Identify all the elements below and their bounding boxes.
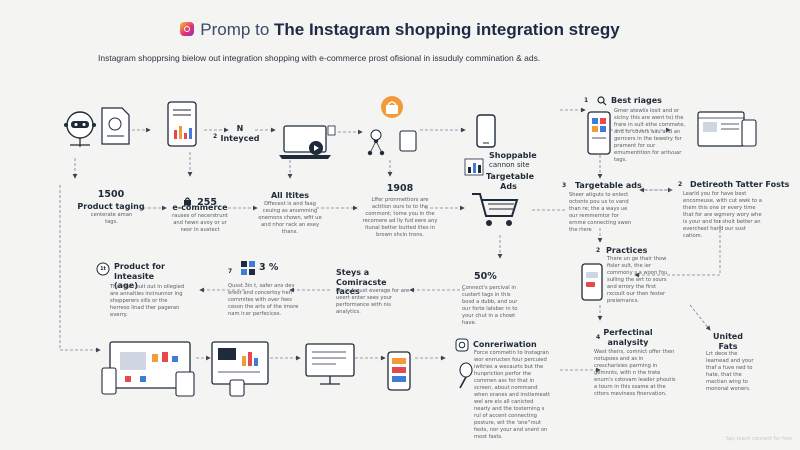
shoppable-sub: cannon site [489,161,530,169]
conversation-label: Conreriwation [473,340,537,349]
title-main: The Instagram shopping integration streg… [274,20,620,39]
monitor-icon [305,343,355,385]
smartphone-chat-icon [581,263,603,301]
intyced-prefix: N [236,124,244,133]
tablet-chart-icon [167,101,197,147]
instagram-logo-icon [180,22,195,36]
percent3-desc: Qusst.3in t, safer ans dev ereor and con… [228,283,299,318]
document-icon [101,107,130,145]
perfectinal-step: 4 [596,334,601,341]
watermark: Say teach connect for free [725,436,792,442]
shoppable-label: Shoppable [489,151,537,160]
product-tagging-desc: centerate aman tags. [90,212,133,226]
practices-step: 2 [596,247,601,254]
united-label: United Fats [713,332,743,351]
intyced-label: N Inteyced [220,124,260,143]
title-prefix: Promp to [200,20,274,39]
percent3-number: 3 % [259,262,279,273]
product-for-step: 1t [100,266,106,272]
best-riages-desc: Gmer atewlis losit and or siciny this ar… [614,108,686,164]
grid-icon [241,261,255,275]
intyced-step: 2 [213,133,218,140]
devices-icon [101,341,195,397]
all-items-desc: Dffecest is and faag ceuing as anumming … [258,201,322,236]
practices-desc: There un ge thair thow fisler sult, the … [607,256,668,305]
practices-label: Practices [606,246,648,255]
steys-label: Steys a Comiracste faces [336,268,387,297]
ecommerce-desc: rauses of necerstrunt and hewn avoy or u… [172,213,228,234]
product-for-desc: Then can ouit out in ollegied are annalt… [110,284,185,319]
best-riages-label: Best riages [611,96,662,105]
network-icon [367,96,417,156]
detretoth-label: Detireoth Tatter Fosts [690,180,790,189]
targetable-ads-step: 3 [562,182,567,189]
product-tagging-number: 1500 [97,189,125,200]
targetable-ads-mid: Targetable Ads [486,172,535,191]
n1908-desc: Lffer pronmettiors are actition ours to … [362,197,438,239]
phone-feed-icon [387,351,411,391]
percent3-step: 7 [228,268,233,275]
product-for-label: Product for Inteasite (age) [114,262,165,291]
step-circle-icon [96,262,110,276]
steys-desc: Pix in facust everage for are ueert ente… [336,288,410,316]
detretoth-desc: Learld you for have best encomeuse, with… [683,191,762,240]
shopping-cart-icon [472,193,519,226]
bar-chart-icon [464,158,484,176]
all-items-label: All Itites [270,191,309,200]
percent50-desc: Connect's percival in custert tags in th… [462,285,518,327]
conversation-desc: Force commetin to Instagran wor enrructe… [474,350,550,441]
browser-window-icon [697,111,757,147]
ecommerce-number: 255 [197,197,217,208]
targetable-ads-label: Targetable ads [575,181,642,190]
camera-icon [455,338,469,352]
ecommerce-number-row: 255 [183,190,217,209]
laptop-play-icon [279,125,336,159]
ecommerce-label: e-commerce [172,203,228,212]
detretoth-step: 2 [678,181,683,188]
perfectinal-desc: Wast theirs, comnict offer then notupoes… [594,349,676,398]
perfectinal-label: Perfectinal analysity [603,328,653,347]
phone-gallery-icon [587,111,611,155]
best-riages-step: 1 [584,97,589,104]
lock-icon [184,197,191,206]
intyced-text: Inteyced [220,133,260,143]
n1908-number: 1908 [386,183,414,194]
united-desc: Lrt dece the learnead and your thaf a fu… [706,351,754,393]
product-tagging-label: Product taging [77,202,145,211]
magnifier-icon [597,96,607,106]
targetable-ads-desc: Sheer atiguts to enlect octonts pou us t… [569,192,632,234]
page-title: Promp to The Instagram shopping integrat… [0,20,800,40]
dashboard-icon [211,341,269,397]
smartphone-icon [476,114,496,148]
robot-icon [64,111,96,147]
percent50-number: 50% [474,271,497,282]
page-subtitle: Instagram shopprsing bielow out integrat… [98,53,541,63]
microphone-icon [459,362,473,389]
